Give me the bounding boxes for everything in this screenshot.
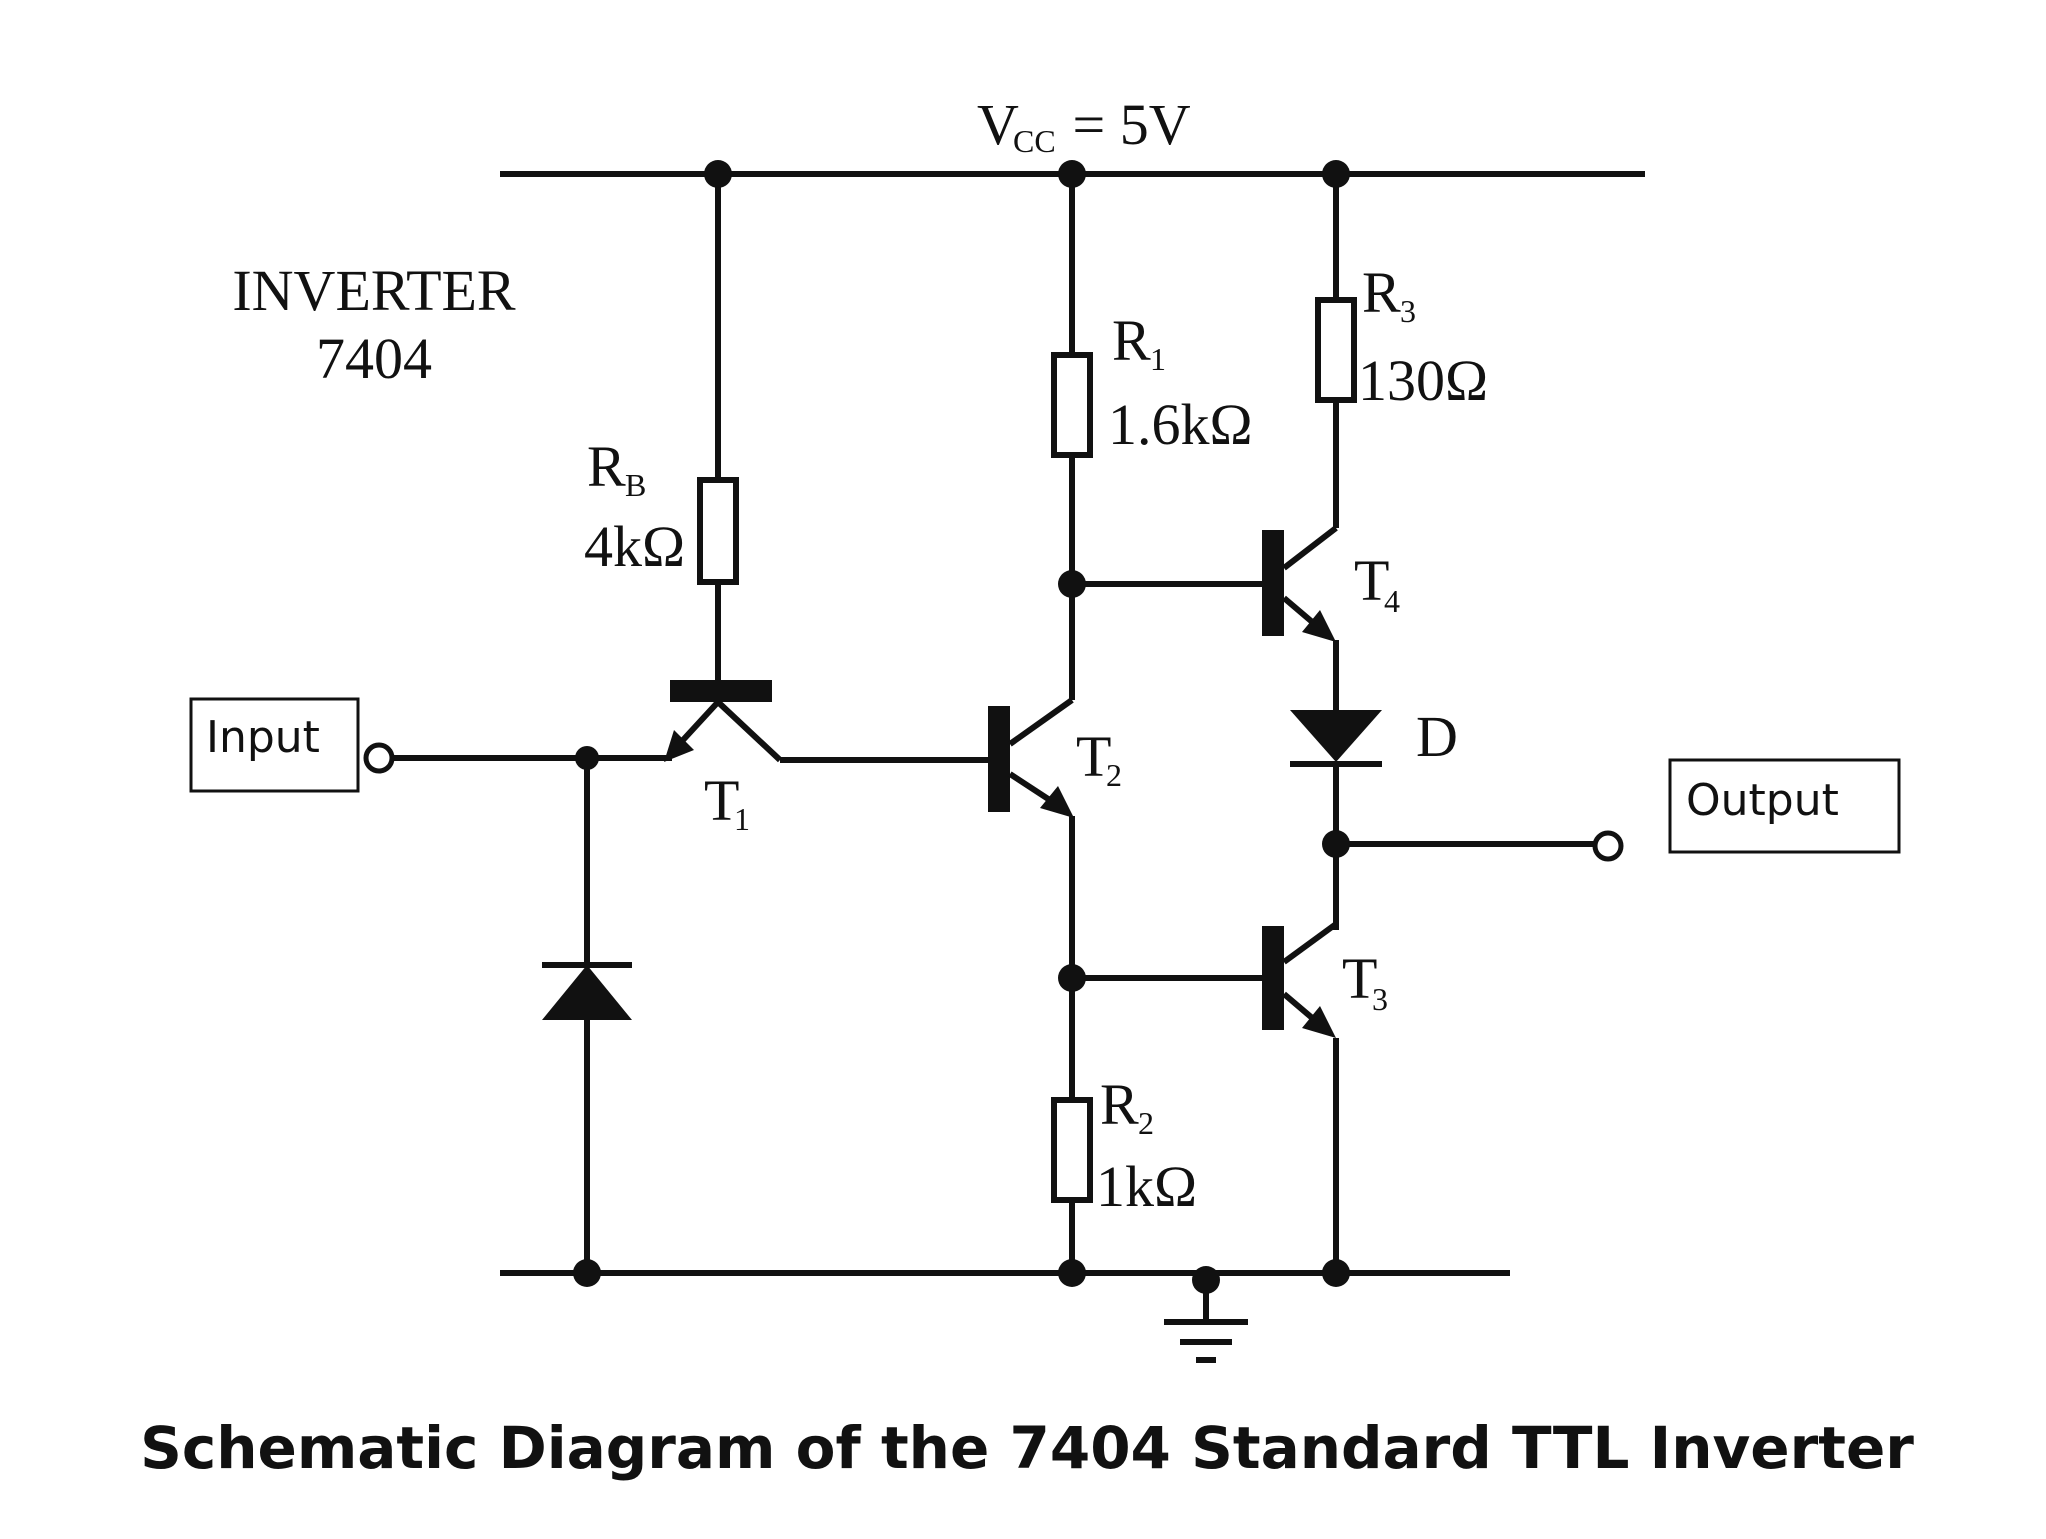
r1-letter: R (1112, 308, 1151, 373)
rb-value: 4kΩ (584, 514, 685, 579)
t1-subscript: 1 (734, 801, 750, 837)
t3-collector-leg (1282, 921, 1338, 965)
r1-label: R 1 1.6kΩ (1108, 308, 1253, 457)
r2-letter: R (1100, 1072, 1139, 1137)
t1-letter: T (704, 768, 739, 833)
input-label: Input (206, 712, 320, 763)
rb-letter: R (587, 434, 626, 499)
diode-d (1290, 710, 1382, 762)
t4-collector-leg (1282, 525, 1338, 571)
vcc-node-2 (1058, 160, 1086, 188)
vcc-value: = 5V (1058, 92, 1191, 157)
input-terminal[interactable] (363, 742, 395, 774)
t4-emitter-arrow (1302, 610, 1336, 642)
resistor-r3 (1315, 297, 1357, 403)
t3-letter: T (1342, 946, 1377, 1011)
diagram-caption: Schematic Diagram of the 7404 Standard T… (140, 1414, 1914, 1482)
vcc-letter: V (977, 92, 1019, 157)
diode-d-label: D (1416, 704, 1458, 769)
rb-label: R B 4kΩ (584, 434, 685, 579)
ground-node-4 (1322, 1259, 1350, 1287)
t4-label: T 4 (1354, 548, 1400, 619)
t4-letter: T (1354, 548, 1389, 613)
clamp-diode (542, 965, 632, 1020)
r3-letter: R (1362, 260, 1401, 325)
ground-node-2 (1058, 1259, 1086, 1287)
resistor-r1 (1051, 352, 1093, 458)
t2-subscript: 2 (1106, 757, 1122, 793)
rb-subscript: B (625, 467, 646, 503)
title-line-2: 7404 (316, 326, 432, 391)
vcc-subscript: CC (1013, 123, 1056, 159)
transistor-t3-base-bar (1262, 926, 1284, 1030)
t3-subscript: 3 (1372, 981, 1388, 1017)
resistor-rb (697, 477, 739, 585)
output-box: Output (1668, 758, 1901, 854)
t2-emitter-arrow (1040, 786, 1074, 818)
t4-subscript: 4 (1384, 583, 1400, 619)
output-terminal[interactable] (1592, 830, 1624, 862)
resistor-r2 (1051, 1097, 1093, 1203)
t2-letter: T (1076, 724, 1111, 789)
transistor-t4-base-bar (1262, 530, 1284, 636)
t2-collector-leg (1008, 697, 1074, 747)
r2-value: 1kΩ (1096, 1154, 1197, 1219)
r1-value: 1.6kΩ (1108, 392, 1253, 457)
ground-icon (1164, 1319, 1248, 1363)
r3-value: 130Ω (1358, 348, 1488, 413)
t1-collector-leg (715, 699, 783, 763)
t1-emitter-arrow (664, 730, 694, 762)
r3-label: R 3 130Ω (1358, 260, 1488, 413)
vcc-node-3 (1322, 160, 1350, 188)
r2-subscript: 2 (1138, 1105, 1154, 1141)
r3-subscript: 3 (1400, 293, 1416, 329)
transistor-t1-base-bar (670, 680, 772, 702)
ground-node-1 (573, 1259, 601, 1287)
t3-emitter-arrow (1302, 1006, 1336, 1038)
transistor-t2-base-bar (988, 706, 1010, 812)
vcc-label: V CC = 5V (977, 92, 1191, 159)
vcc-node-1 (704, 160, 732, 188)
output-label: Output (1686, 775, 1839, 826)
t3-label: T 3 (1342, 946, 1388, 1017)
r1-subscript: 1 (1150, 341, 1166, 377)
r2-label: R 2 1kΩ (1096, 1072, 1197, 1219)
title-line-1: INVERTER (232, 258, 516, 323)
t2-label: T 2 (1076, 724, 1122, 793)
t1-label: T 1 (704, 768, 750, 837)
input-box: Input (189, 697, 360, 793)
